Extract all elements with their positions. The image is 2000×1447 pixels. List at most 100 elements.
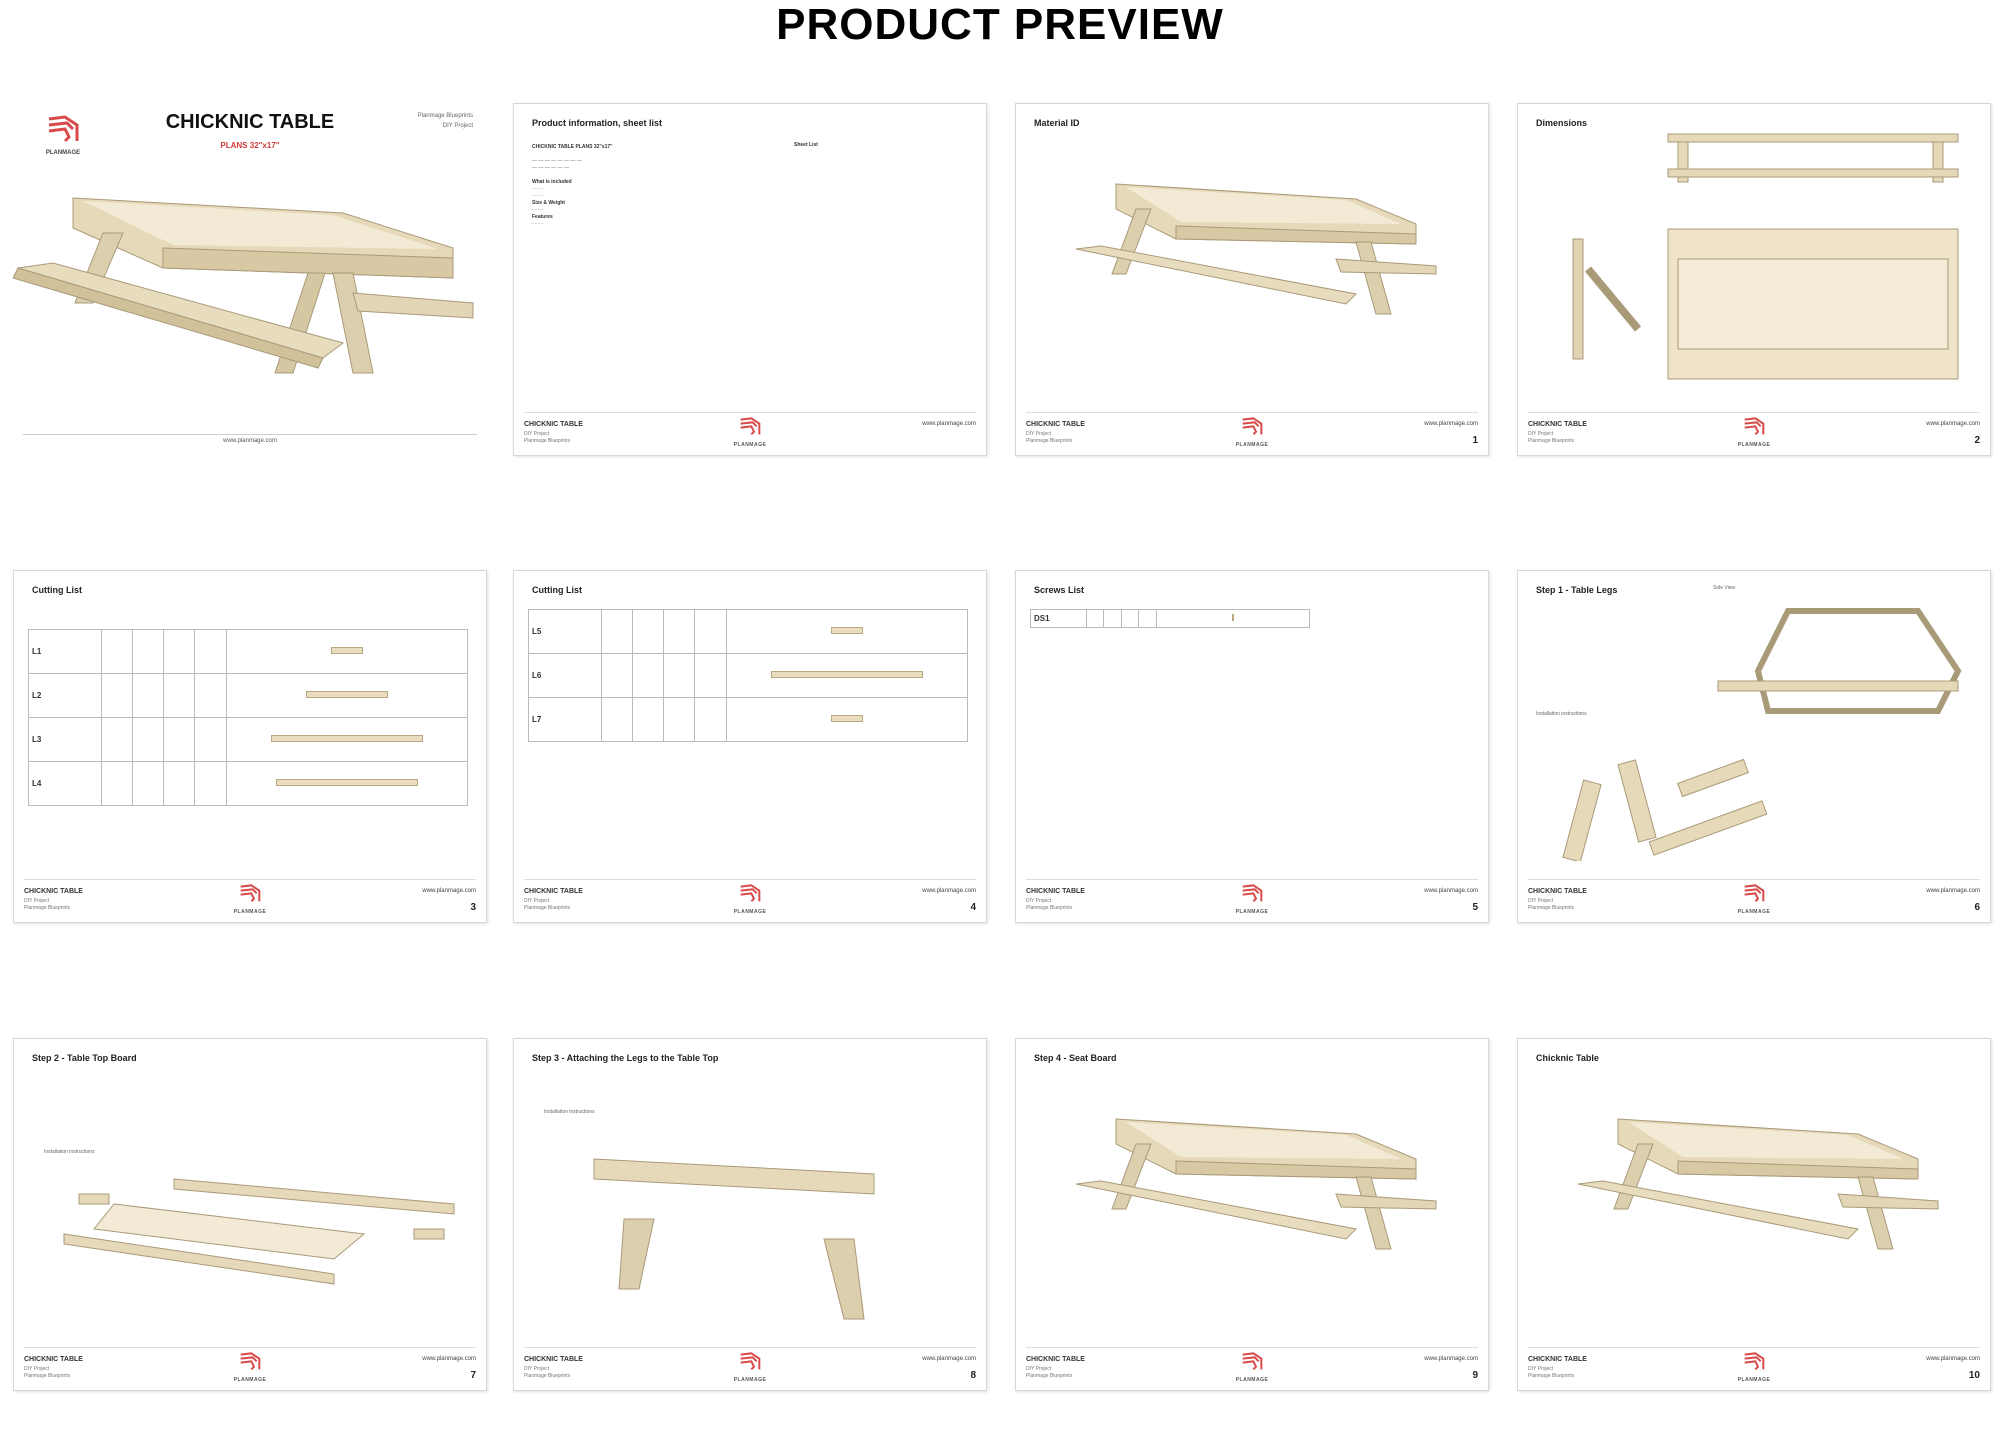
- attach-legs-drawing: [593, 1158, 875, 1320]
- preview-page[interactable]: Chicknic Table CHICKNIC TABLE DIY Projec…: [1517, 1038, 1991, 1391]
- board-diagram: [330, 647, 363, 654]
- board-diagram: [830, 715, 863, 722]
- brand-logo: PLANMAGE: [730, 417, 770, 448]
- preview-page[interactable]: Screws List DS1 CHICKNIC TABLE DIY Proje…: [1015, 570, 1489, 923]
- footer-url[interactable]: www.planmage.com: [922, 421, 976, 427]
- table-row: L7: [528, 697, 969, 742]
- picnic-table-drawing: [1075, 183, 1437, 315]
- picnic-table-drawing: [1075, 1118, 1437, 1250]
- cover-subtitle: PLANS 32"x17": [220, 141, 280, 150]
- table-row: L3: [28, 717, 469, 762]
- page-number: 2: [1974, 435, 1980, 446]
- brand-logo: PLANMAGE: [1734, 417, 1774, 448]
- preview-page-cover[interactable]: PLANMAGE CHICKNIC TABLE PLANS 32"x17" Pl…: [13, 103, 487, 456]
- brand-logo: PLANMAGE: [1232, 417, 1272, 448]
- table-top-drawing: [63, 1178, 455, 1285]
- page-title: Step 2 - Table Top Board: [32, 1053, 137, 1063]
- cover-meta: Planmage Blueprints DIY Project: [417, 113, 473, 129]
- page-title: Dimensions: [1536, 118, 1588, 128]
- brand-logo: PLANMAGE: [1734, 1352, 1774, 1383]
- page-heading: PRODUCT PREVIEW: [776, 0, 1224, 49]
- sheet-list: Sheet List: [794, 142, 818, 148]
- preview-page[interactable]: Step 4 - Seat Board CHICKNIC TABLE DIY P…: [1015, 1038, 1489, 1391]
- board-diagram: [830, 627, 863, 634]
- page-title: Material ID: [1034, 118, 1080, 128]
- footer-url[interactable]: www.planmage.com: [1926, 1356, 1980, 1362]
- cover-footer-url[interactable]: www.planmage.com: [23, 434, 477, 444]
- page-number: 10: [1968, 1370, 1980, 1381]
- brand-logo: PLANMAGE: [230, 1352, 270, 1383]
- brand-logo: PLANMAGE: [1232, 884, 1272, 915]
- page-title: Step 3 - Attaching the Legs to the Table…: [532, 1053, 719, 1063]
- board-diagram: [1231, 614, 1234, 621]
- page-title: Cutting List: [32, 585, 82, 595]
- cover-title: CHICKNIC TABLE: [165, 111, 335, 133]
- board-diagram: [270, 735, 423, 742]
- page-number: 3: [470, 902, 476, 913]
- footer-url[interactable]: www.planmage.com: [422, 1356, 476, 1362]
- board-diagram: [770, 671, 923, 678]
- page-number: 8: [970, 1370, 976, 1381]
- page-title: Screws List: [1034, 585, 1085, 595]
- table-row: L2: [28, 673, 469, 718]
- picnic-table-render: [13, 197, 474, 374]
- footer-url[interactable]: www.planmage.com: [1424, 1356, 1478, 1362]
- table-row: L5: [528, 609, 969, 654]
- page-number: 1: [1472, 435, 1478, 446]
- table-row: L6: [528, 653, 969, 698]
- footer-url[interactable]: www.planmage.com: [1424, 421, 1478, 427]
- board-diagram: [275, 779, 418, 786]
- footer-url[interactable]: www.planmage.com: [922, 888, 976, 894]
- page-title: Step 1 - Table Legs: [1536, 585, 1618, 595]
- preview-page[interactable]: Step 3 - Attaching the Legs to the Table…: [513, 1038, 987, 1391]
- picnic-table-drawing: [1577, 1118, 1939, 1250]
- brand-logo: PLANMAGE: [1232, 1352, 1272, 1383]
- cutting-list-table: DS1: [1029, 609, 1311, 628]
- table-row: L4: [28, 761, 469, 806]
- table-row: L1: [28, 629, 469, 674]
- page-number: 4: [970, 902, 976, 913]
- page-title: Product information, sheet list: [532, 118, 663, 128]
- preview-page[interactable]: Product information, sheet list CHICKNIC…: [513, 103, 987, 456]
- page-number: 7: [470, 1370, 476, 1381]
- brand-logo: PLANMAGE: [730, 884, 770, 915]
- brand-logo: PLANMAGE: [230, 884, 270, 915]
- page-title: Cutting List: [532, 585, 582, 595]
- brand-logo: PLANMAGE: [38, 115, 88, 156]
- footer-url[interactable]: www.planmage.com: [1424, 888, 1478, 894]
- brand-logo: PLANMAGE: [730, 1352, 770, 1383]
- dimension-drawing: [1572, 133, 1959, 380]
- brand-logo: PLANMAGE: [1734, 884, 1774, 915]
- table-row: DS1: [1029, 609, 1311, 628]
- legs-drawing: [1562, 608, 1962, 861]
- footer-url[interactable]: www.planmage.com: [922, 1356, 976, 1362]
- page-number: 5: [1472, 902, 1478, 913]
- page-number: 9: [1472, 1370, 1478, 1381]
- footer-url[interactable]: www.planmage.com: [1926, 421, 1980, 427]
- page-number: 6: [1974, 902, 1980, 913]
- preview-page[interactable]: Step 2 - Table Top Board Installation in…: [13, 1038, 487, 1391]
- board-diagram: [305, 691, 388, 698]
- footer-url[interactable]: www.planmage.com: [422, 888, 476, 894]
- page-title: Step 4 - Seat Board: [1034, 1053, 1117, 1063]
- page-title: Chicknic Table: [1536, 1053, 1599, 1063]
- footer-url[interactable]: www.planmage.com: [1926, 888, 1980, 894]
